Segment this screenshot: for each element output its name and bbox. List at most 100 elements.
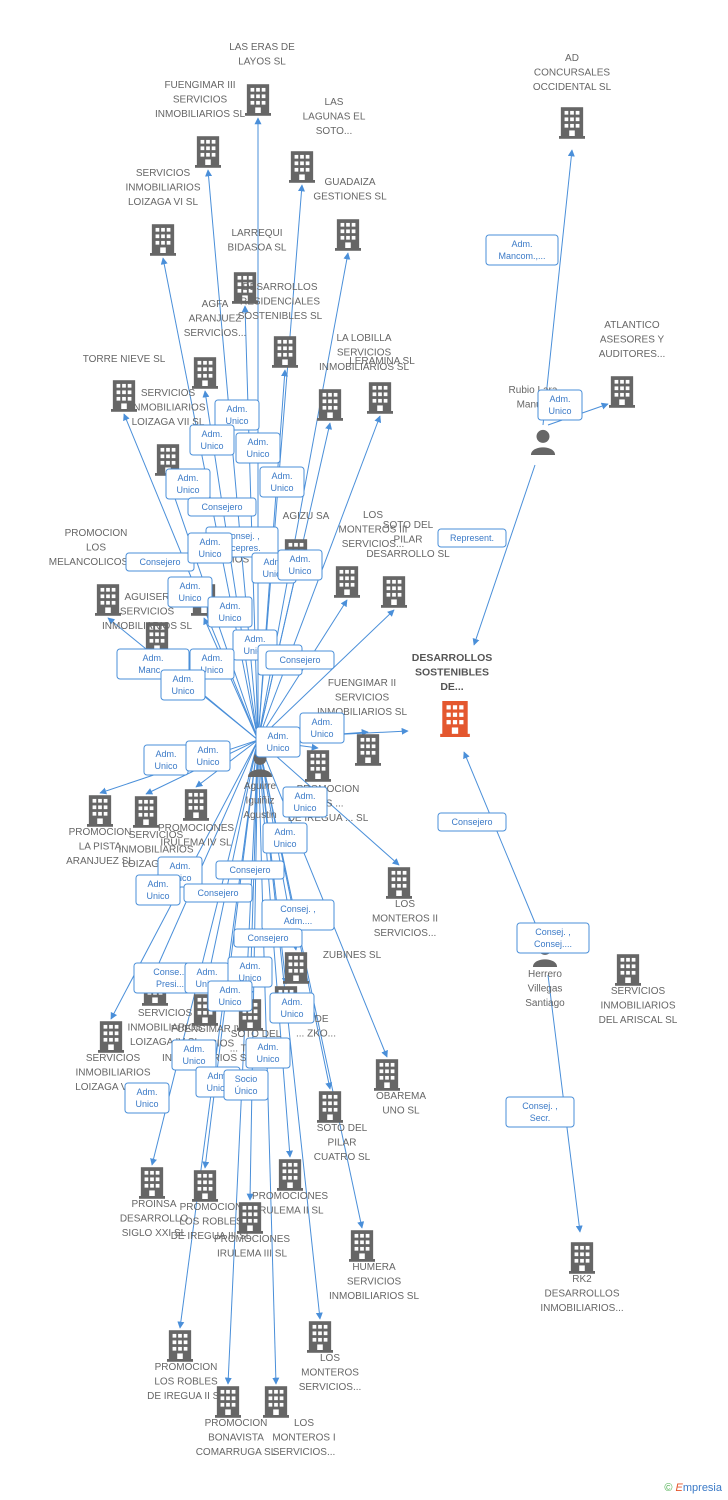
role-label-text: Consejero xyxy=(139,557,180,567)
role-label-text: Adm.Unico xyxy=(200,429,223,451)
footer-brand[interactable]: © Empresia xyxy=(664,1482,722,1494)
role-label[interactable]: Consejero xyxy=(215,860,285,880)
role-label[interactable]: Adm.Unico xyxy=(189,424,235,456)
role-label[interactable]: Adm.Unico xyxy=(214,399,260,431)
role-label[interactable]: Adm.Unico xyxy=(185,740,231,772)
role-label[interactable]: Adm.Unico xyxy=(299,712,345,744)
role-label[interactable]: Adm.Unico xyxy=(282,786,328,818)
role-label[interactable]: Adm.Unico xyxy=(165,468,211,500)
building-icon xyxy=(133,796,159,828)
role-label[interactable]: Adm.Unico xyxy=(160,669,206,701)
person-icon xyxy=(530,429,556,455)
role-label[interactable]: Consej. ,Adm.... xyxy=(261,899,335,931)
role-label-text: Adm.Unico xyxy=(200,653,223,675)
role-label[interactable]: Adm.Unico xyxy=(171,1039,217,1071)
role-label-box xyxy=(124,1082,170,1114)
role-label[interactable]: Adm.Unico xyxy=(235,432,281,464)
role-label[interactable]: Adm.Unico xyxy=(537,389,583,421)
role-label[interactable]: Consejero xyxy=(233,928,303,948)
company-node-c30[interactable]: ... DE... ZKO... xyxy=(273,986,336,1040)
building-icon xyxy=(307,1321,333,1353)
company-node-c16[interactable]: AGIZU SA xyxy=(283,511,330,571)
role-label-box xyxy=(282,786,328,818)
role-label[interactable]: Adm.Unico xyxy=(143,744,189,776)
role-label[interactable]: Adm.Unico xyxy=(135,874,181,906)
role-label[interactable]: Consejero xyxy=(125,552,195,572)
role-label[interactable]: Adm.Unico xyxy=(167,576,213,608)
company-node-c10[interactable]: TORRE NIEVE SL xyxy=(83,354,166,412)
role-label[interactable]: Adm.Unico xyxy=(262,822,308,854)
role-label-box xyxy=(223,1069,269,1101)
role-label[interactable]: Adm.Unico xyxy=(187,532,233,564)
company-node-c25[interactable]: ZUBINES SL xyxy=(283,950,382,984)
role-label[interactable]: Adm.Unico xyxy=(207,980,253,1012)
role-label[interactable]: Consejero xyxy=(183,883,253,903)
role-label[interactable]: Represent. xyxy=(437,528,507,548)
role-label[interactable]: Adm.Unico xyxy=(277,549,323,581)
building-icon xyxy=(559,107,585,139)
role-label[interactable]: Adm.Unico xyxy=(124,1082,170,1114)
role-label[interactable]: Consej. ,Consej.... xyxy=(516,922,590,954)
role-label[interactable]: Adm.Unico xyxy=(207,596,253,628)
role-label[interactable]: Adm.Unico xyxy=(269,992,315,1024)
role-label[interactable]: Consej. ,Secr. xyxy=(505,1096,575,1128)
role-label[interactable]: Adm.Unico xyxy=(245,1037,291,1069)
role-label-box xyxy=(485,234,559,266)
role-label[interactable]: Consejero xyxy=(187,497,257,517)
building-icon xyxy=(283,952,309,984)
role-label-box xyxy=(207,596,253,628)
company-node-c11[interactable]: LERAMINA SL xyxy=(349,356,415,414)
role-label[interactable]: Consejero xyxy=(265,650,335,670)
role-label[interactable]: Adm.Mancom.,... xyxy=(485,234,559,266)
role-label[interactable]: Consejero xyxy=(437,812,507,832)
role-label[interactable]: Adm.Unico xyxy=(255,726,301,758)
role-label[interactable]: Adm.Unico xyxy=(259,466,305,498)
